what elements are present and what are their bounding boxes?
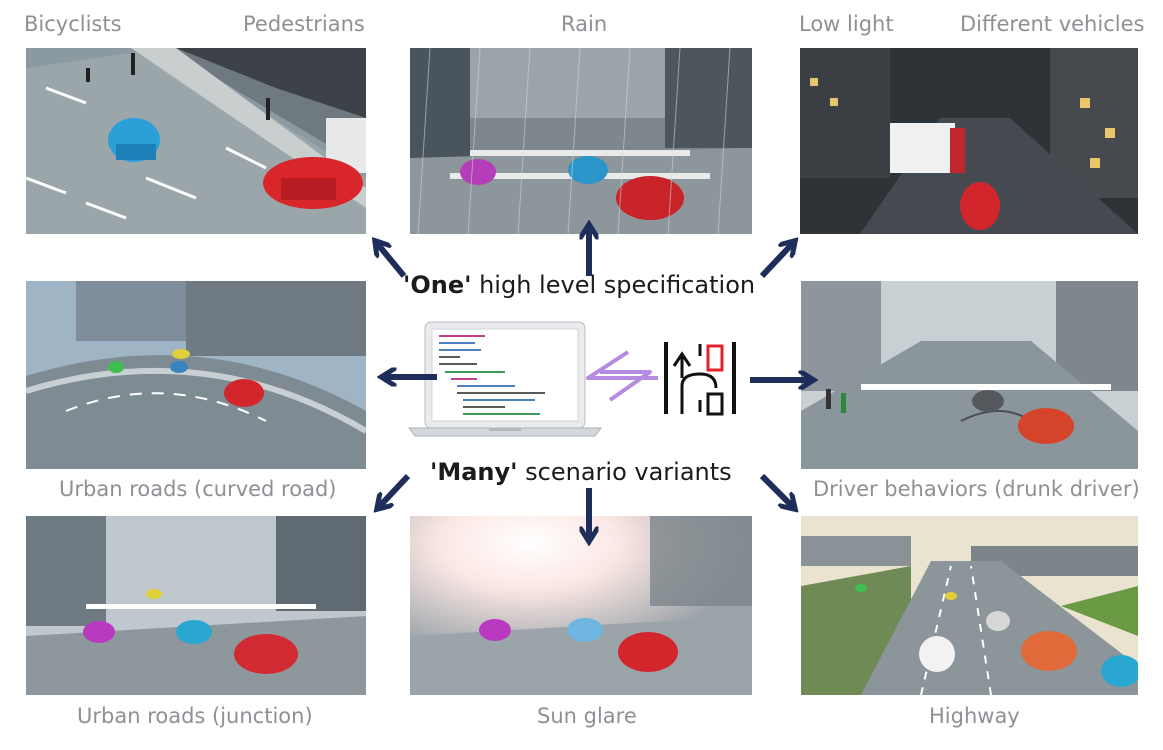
arrow-down-left [378, 473, 411, 508]
heading-many-rest: scenario variants [517, 458, 732, 486]
label-urban-junction: Urban roads (junction) [77, 704, 313, 728]
image-urban-junction [26, 516, 366, 695]
image-driver-behaviors [801, 281, 1138, 469]
swap-arrows-icon [586, 350, 658, 402]
laptop-code-icon [408, 321, 602, 437]
image-highway [801, 516, 1138, 695]
label-highway: Highway [929, 704, 1020, 728]
label-different-vehicles: Different vehicles [960, 12, 1145, 36]
arrow-up-left [376, 242, 407, 278]
label-bicyclists: Bicyclists [24, 12, 122, 36]
label-sun-glare: Sun glare [537, 704, 637, 728]
label-rain: Rain [561, 12, 608, 36]
image-bicyclists-pedestrians [26, 48, 366, 234]
image-urban-curved [26, 281, 366, 469]
heading-one-spec: 'One' high level specification [403, 270, 755, 300]
label-pedestrians: Pedestrians [243, 12, 365, 36]
heading-one-bold: 'One' [403, 271, 472, 299]
arrow-up-right [759, 242, 794, 279]
heading-many-bold: 'Many' [430, 458, 518, 486]
label-driver-behaviors: Driver behaviors (drunk driver) [813, 477, 1140, 501]
label-urban-curved: Urban roads (curved road) [59, 477, 337, 501]
image-sun-glare [410, 516, 752, 695]
heading-one-rest: high level specification [471, 271, 756, 299]
image-rain [410, 48, 752, 234]
road-scenario-icon [664, 342, 736, 416]
arrow-down-right [759, 473, 794, 508]
heading-many-variants: 'Many' scenario variants [430, 457, 732, 487]
image-low-light-vehicles [800, 48, 1138, 234]
label-low-light: Low light [799, 12, 894, 36]
